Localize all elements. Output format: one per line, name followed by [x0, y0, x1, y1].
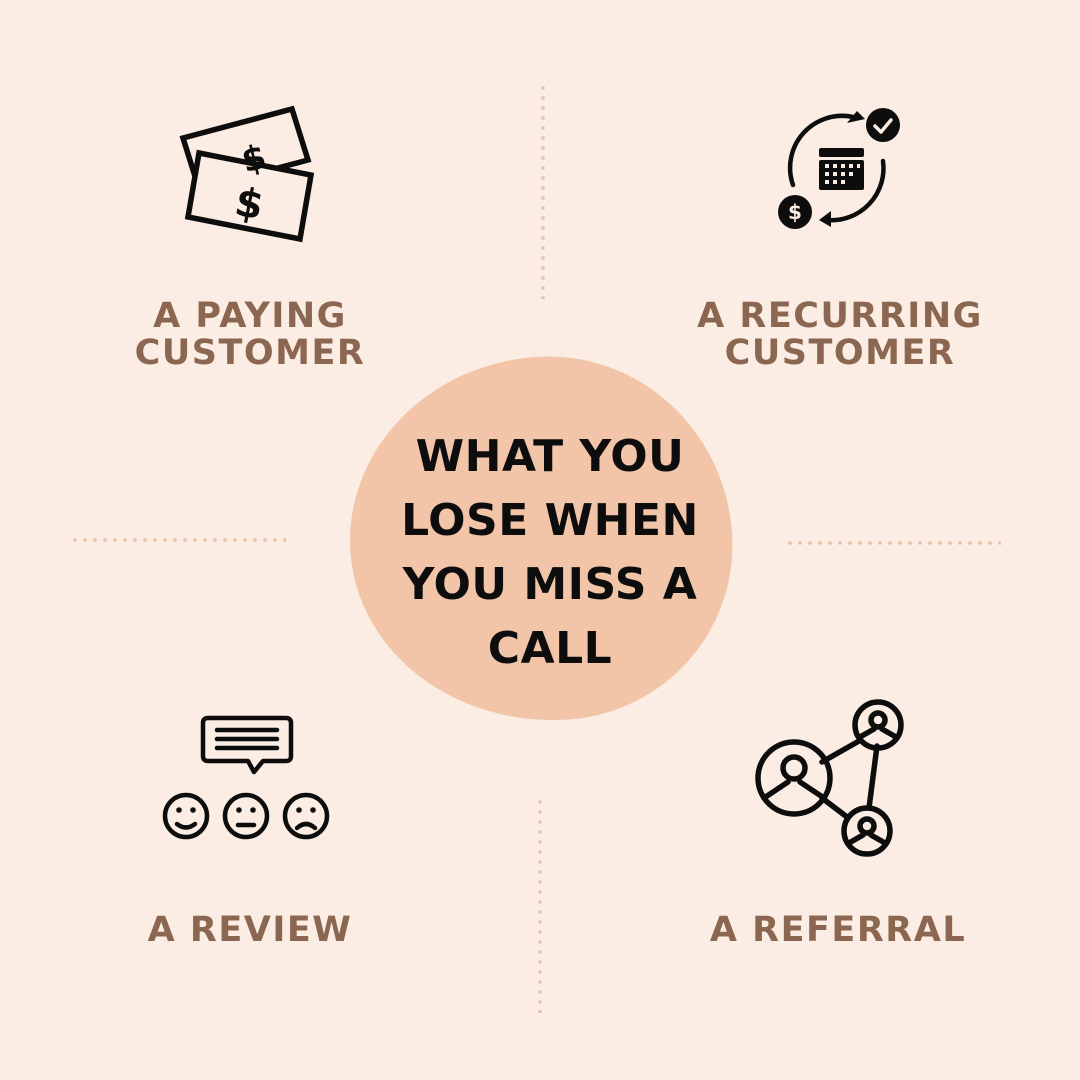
- center-title: WHAT YOU LOSE WHEN YOU MISS A CALL: [401, 431, 699, 674]
- divider-left-horizontal: [70, 538, 286, 542]
- divider-bottom-vertical: [538, 797, 542, 1013]
- referral-network-icon: [755, 699, 904, 857]
- label-recurring-customer: A RECURRING CUSTOMER: [697, 296, 983, 373]
- divider-right-horizontal: [785, 541, 1001, 545]
- label-referral: A REFERRAL: [709, 910, 967, 950]
- money-bills-icon: $ $: [179, 105, 315, 243]
- divider-top-vertical: [541, 83, 545, 299]
- dollar-circle-icon: [778, 195, 812, 229]
- review-feedback-faces-icon: [162, 715, 330, 840]
- label-paying-customer: A PAYING CUSTOMER: [134, 296, 366, 373]
- recurring-payment-calendar-icon: $: [778, 108, 900, 229]
- svg-text:$: $: [788, 200, 802, 224]
- label-review: A REVIEW: [147, 910, 353, 950]
- check-circle-icon: [866, 108, 900, 142]
